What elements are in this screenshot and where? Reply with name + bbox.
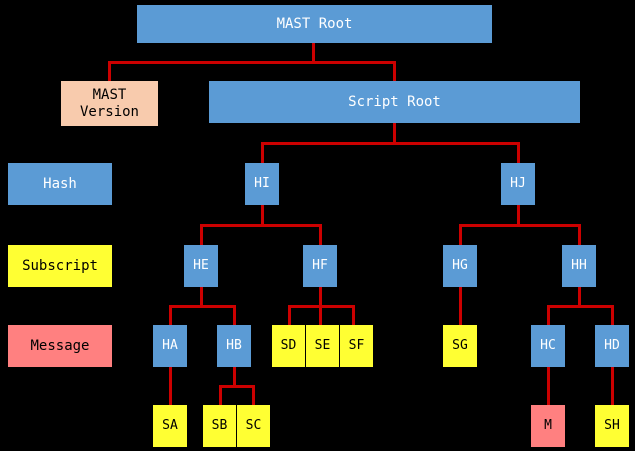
node-label-hd: HD bbox=[604, 337, 620, 353]
node-label-hh: HH bbox=[571, 257, 587, 273]
edge-hb-stem bbox=[233, 367, 236, 387]
node-mast-root[interactable]: MAST Root bbox=[137, 5, 492, 43]
edge-hg-to-sg bbox=[459, 287, 462, 327]
legend-label-message: Message bbox=[30, 337, 90, 354]
legend-label-subscript: Subscript bbox=[22, 257, 98, 274]
edge-hi-bar bbox=[200, 224, 322, 227]
edge-hj-bar bbox=[459, 224, 581, 227]
edge-hi-to-he bbox=[200, 224, 203, 246]
edge-mastroot-to-version bbox=[108, 61, 111, 82]
node-sg[interactable]: SG bbox=[443, 325, 477, 367]
edge-he-bar bbox=[169, 305, 236, 308]
node-sf[interactable]: SF bbox=[340, 325, 373, 367]
node-label-sh: SH bbox=[604, 417, 620, 433]
edge-mastroot-stem bbox=[312, 42, 315, 62]
node-label-se: SE bbox=[314, 337, 331, 353]
node-label-he: HE bbox=[193, 257, 209, 273]
edge-hb-to-sb bbox=[219, 385, 222, 407]
edge-ha-to-sa bbox=[169, 367, 172, 407]
edge-hh-bar bbox=[547, 305, 614, 308]
node-label-sc: SC bbox=[245, 417, 262, 433]
node-sd[interactable]: SD bbox=[272, 325, 305, 367]
node-label-mast-root: MAST Root bbox=[276, 15, 353, 32]
node-he[interactable]: HE bbox=[184, 245, 218, 287]
edge-hc-to-m bbox=[547, 367, 550, 407]
edge-hb-to-sc bbox=[252, 385, 255, 407]
node-label-hb: HB bbox=[226, 337, 242, 353]
edge-hf-bar bbox=[288, 305, 355, 308]
node-label-hc: HC bbox=[540, 337, 556, 353]
node-label-sa: SA bbox=[162, 417, 178, 433]
node-label-sg: SG bbox=[452, 337, 468, 353]
node-script-root[interactable]: Script Root bbox=[209, 81, 580, 123]
edge-scriptroot-to-hi bbox=[261, 142, 264, 164]
edge-hi-to-hf bbox=[319, 224, 322, 246]
node-m[interactable]: M bbox=[531, 405, 565, 447]
edge-scriptroot-stem bbox=[393, 123, 396, 144]
edge-scriptroot-bar bbox=[261, 142, 520, 145]
legend-item-message: Message bbox=[8, 325, 112, 367]
node-label-script-root: Script Root bbox=[348, 93, 441, 110]
edge-hd-to-sh bbox=[611, 367, 614, 407]
edge-mastroot-bar bbox=[108, 61, 396, 64]
edge-he-to-ha bbox=[169, 305, 172, 327]
edge-hf-to-sf bbox=[352, 305, 355, 327]
edge-hh-to-hd bbox=[611, 305, 614, 327]
node-se[interactable]: SE bbox=[306, 325, 339, 367]
node-mast-version[interactable]: MAST Version bbox=[61, 81, 158, 126]
legend-item-hash: Hash bbox=[8, 163, 112, 205]
legend-label-hash: Hash bbox=[43, 175, 77, 192]
edge-hh-to-hc bbox=[547, 305, 550, 327]
edge-hj-to-hg bbox=[459, 224, 462, 246]
node-hh[interactable]: HH bbox=[562, 245, 596, 287]
edge-hj-stem bbox=[517, 205, 520, 226]
edge-he-to-hb bbox=[233, 305, 236, 327]
node-label-sd: SD bbox=[280, 337, 297, 353]
node-hc[interactable]: HC bbox=[531, 325, 565, 367]
node-sh[interactable]: SH bbox=[595, 405, 629, 447]
node-ha[interactable]: HA bbox=[153, 325, 187, 367]
node-hb[interactable]: HB bbox=[217, 325, 251, 367]
edge-hf-to-sd bbox=[288, 305, 291, 327]
node-hd[interactable]: HD bbox=[595, 325, 629, 367]
edge-hi-stem bbox=[261, 205, 264, 226]
node-label-hj: HJ bbox=[510, 175, 526, 191]
edge-hh-stem bbox=[578, 287, 581, 307]
node-label-ha: HA bbox=[162, 337, 178, 353]
node-label-m: M bbox=[544, 417, 552, 433]
node-label-hi: HI bbox=[254, 175, 270, 191]
edge-hj-to-hh bbox=[578, 224, 581, 246]
node-hj[interactable]: HJ bbox=[501, 163, 535, 205]
node-label-hg: HG bbox=[452, 257, 468, 273]
node-sa[interactable]: SA bbox=[153, 405, 187, 447]
node-label-sf: SF bbox=[348, 337, 365, 353]
node-label-hf: HF bbox=[312, 257, 328, 273]
node-sb[interactable]: SB bbox=[203, 405, 236, 447]
edge-mastroot-to-scriptroot bbox=[393, 61, 396, 82]
edge-hb-bar bbox=[219, 385, 255, 388]
legend-item-subscript: Subscript bbox=[8, 245, 112, 287]
node-sc[interactable]: SC bbox=[237, 405, 270, 447]
edge-he-stem bbox=[200, 287, 203, 307]
edge-scriptroot-to-hj bbox=[517, 142, 520, 164]
node-label-mast-version: MAST Version bbox=[79, 87, 139, 120]
node-hf[interactable]: HF bbox=[303, 245, 337, 287]
node-hg[interactable]: HG bbox=[443, 245, 477, 287]
node-hi[interactable]: HI bbox=[245, 163, 279, 205]
node-label-sb: SB bbox=[211, 417, 228, 433]
